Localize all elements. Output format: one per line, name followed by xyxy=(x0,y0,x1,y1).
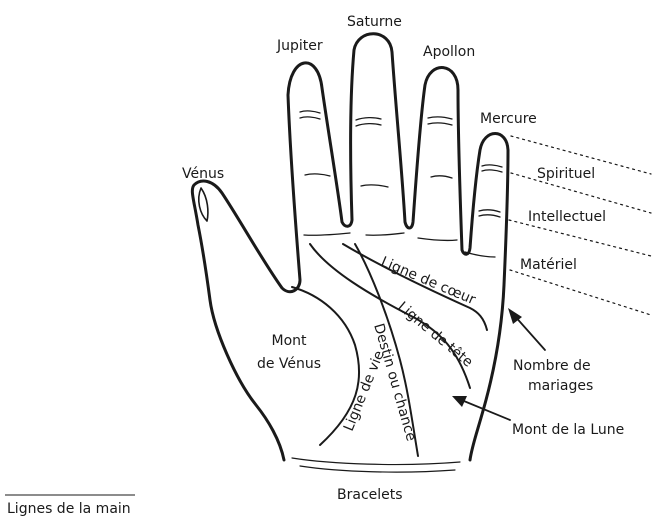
label-mont-venus-line1: Mont xyxy=(271,333,307,349)
bracelets-lines xyxy=(292,458,460,472)
label-spirituel: Spirituel xyxy=(537,166,595,182)
phalanx-guides xyxy=(509,136,651,315)
label-materiel: Matériel xyxy=(520,257,577,273)
label-mariages-line1: Nombre de xyxy=(513,358,591,374)
label-saturne: Saturne xyxy=(347,14,402,30)
label-mercure: Mercure xyxy=(480,111,537,127)
caption: Lignes de la main xyxy=(7,501,131,517)
label-ligne-tete: Ligne de tête xyxy=(394,299,475,371)
arrow-mariages xyxy=(508,308,545,350)
label-mont-lune: Mont de la Lune xyxy=(512,422,624,438)
label-mont-venus-line2: de Vénus xyxy=(257,356,321,372)
thumbnail xyxy=(199,188,208,221)
label-bracelets: Bracelets xyxy=(337,487,403,503)
label-ligne-coeur: Ligne de cœur xyxy=(378,254,478,308)
label-apollon: Apollon xyxy=(423,44,475,60)
label-jupiter: Jupiter xyxy=(276,38,323,54)
label-venus: Vénus xyxy=(182,166,224,182)
label-mariages-line2: mariages xyxy=(528,378,593,394)
label-intellectuel: Intellectuel xyxy=(528,209,606,225)
